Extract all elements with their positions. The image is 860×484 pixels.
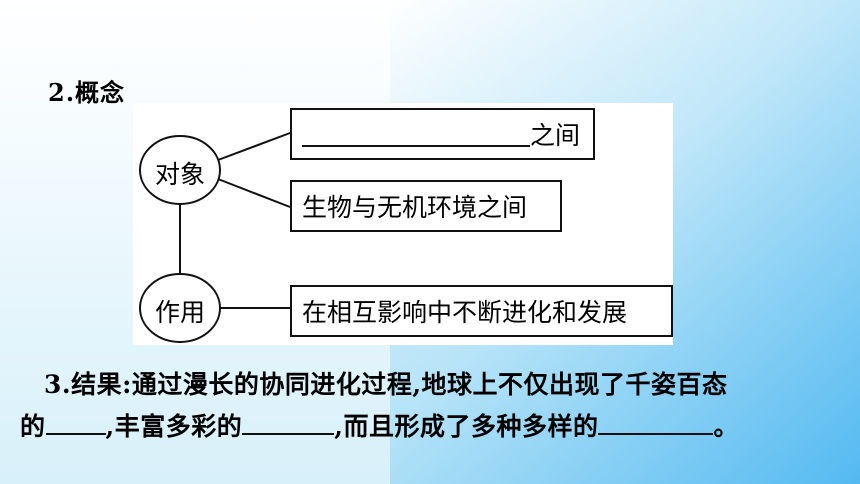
result-line-2-c: ,而且形成了多种多样的 [334, 412, 599, 441]
answer-blank-2 [45, 413, 106, 435]
concept-box-2: 生物与无机环境之间 [290, 180, 562, 232]
concept-box-2-text: 生物与无机环境之间 [302, 193, 528, 222]
concept-box-3-text: 在相互影响中不断进化和发展 [302, 298, 628, 327]
concept-diagram: 对象 作用 之间 生物与无机环境之间 在相互影响中不断进化和发展 [133, 103, 673, 345]
answer-blank-1 [302, 121, 530, 147]
result-line-2-d: 。 [713, 412, 739, 441]
concept-box-1-suffix: 之间 [530, 121, 581, 150]
answer-blank-3 [242, 413, 335, 435]
concept-box-3: 在相互影响中不断进化和发展 [290, 285, 673, 337]
node-effect-label: 作用 [155, 298, 206, 327]
diagram-connectors [139, 132, 291, 343]
node-object-label: 对象 [155, 160, 206, 189]
section-heading: 2.概念 [48, 78, 126, 107]
concept-box-1: 之间 [290, 108, 595, 160]
answer-blank-4 [598, 413, 714, 435]
branch-line-2 [217, 178, 291, 208]
result-line-2-b: ,丰富多彩的 [105, 412, 243, 441]
branch-line-1 [217, 132, 291, 161]
result-line-2: 的 ,丰富多彩的 ,而且形成了多种多样的 。 [20, 407, 739, 443]
result-line-1: 3.结果:通过漫长的协同进化过程,地球上不仅出现了千姿百态 [44, 370, 728, 399]
result-line-2-a: 的 [20, 412, 46, 441]
